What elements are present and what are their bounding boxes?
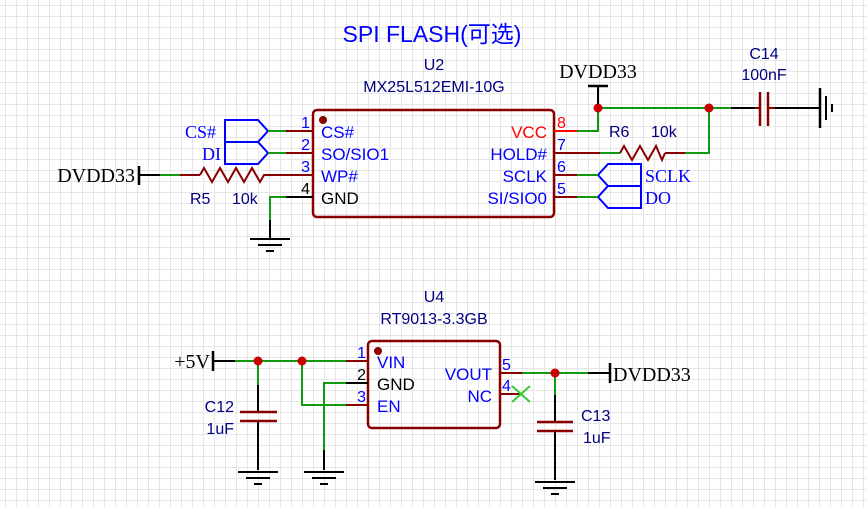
u2-pin6-name: SCLK [503,167,548,186]
no-connect-icon [511,385,531,403]
junction [593,103,603,113]
r5-resistor[interactable] [199,165,270,185]
junction [704,103,714,113]
u2-pin8-num: 8 [557,115,566,132]
u2-pin8-name: VCC [511,123,547,142]
u2-pin1-name: CS# [321,123,355,142]
c13-value: 1uF [583,430,611,447]
gnd-symbol-u2 [250,238,290,252]
net-label-dvdd33-left[interactable]: DVDD33 [57,165,135,187]
u2-pin1-num: 1 [301,115,310,132]
c12-value: 1uF [206,421,234,438]
c12-capacitor[interactable] [240,410,277,423]
u4-pin5-name: VOUT [445,365,492,384]
u2-left-pins [286,130,313,198]
wires-u2-left [140,130,286,238]
u2-pin2-name: SO/SIO1 [321,145,389,164]
u2-pin5-num: 5 [557,181,566,198]
u2-pin3-num: 3 [301,159,310,176]
net-flags-right [596,163,642,209]
c13-capacitor[interactable] [537,420,573,433]
net-label-di[interactable]: DI [202,144,221,164]
u2-pin2-num: 2 [301,137,310,154]
u4-pin1-marker [374,347,382,355]
u4-value: RT9013-3.3GB [380,311,487,328]
junction [550,368,560,378]
u2-pin7-name: HOLD# [490,145,547,164]
u2-pin1-marker [319,116,327,124]
sheet-title: SPI FLASH(可选) [343,21,522,47]
u2-pin7-num: 7 [557,137,566,154]
net-label-dvdd33-top[interactable]: DVDD33 [559,61,637,83]
c14-capacitor[interactable] [755,92,775,126]
gnd-symbol-c12 [238,471,278,485]
net-label-cs[interactable]: CS# [185,122,216,142]
net-label-dvdd33-bottom[interactable]: DVDD33 [613,364,691,386]
u2-pin3-name: WP# [321,167,358,186]
r5-ref: R5 [190,191,211,208]
c12-ref: C12 [205,399,234,416]
u2-value: MX25L512EMI-10G [363,79,504,96]
wires-u4-right [522,372,610,480]
net-label-sclk[interactable]: SCLK [645,166,691,186]
u4-pin1-name: VIN [377,353,405,372]
gnd-symbol-c13 [535,481,575,495]
u2-pin4-num: 4 [301,181,310,198]
gnd-symbol-c14 [818,88,833,128]
u4-right-pins [500,372,522,395]
u4-ref: U4 [424,289,445,306]
r5-value: 10k [232,191,259,208]
u4-body[interactable] [366,339,502,430]
u4-pin4-name: NC [467,387,492,406]
u2-ref: U2 [424,57,445,74]
net-flags-left [224,119,270,165]
u2-pin5-name: SI/SIO0 [487,189,547,208]
c14-value: 100nF [741,67,787,84]
r6-value: 10k [651,124,678,141]
r6-resistor[interactable] [619,143,666,163]
c14-ref: C14 [749,46,778,63]
c13-ref: C13 [581,408,610,425]
net-label-do[interactable]: DO [645,188,671,208]
u2-body[interactable] [311,108,556,219]
u4-pin4-num: 4 [502,378,511,395]
u4-pin3-name: EN [377,397,401,416]
u2-pin4-name: GND [321,189,359,208]
junction [297,356,307,366]
u4-pin5-num: 5 [502,357,511,374]
net-label-5v[interactable]: +5V [174,351,210,373]
u4-pin2-num: 2 [357,367,366,384]
u4-pin1-num: 1 [357,345,366,362]
u4-pin2-name: GND [377,375,415,394]
r6-ref: R6 [609,124,630,141]
u4-left-pins [346,360,368,406]
wires-u2-right [577,86,820,198]
u2-pin6-num: 6 [557,159,566,176]
gnd-symbol-u4 [304,471,344,485]
u4-pin3-num: 3 [357,389,366,406]
u2-right-pins [554,130,577,198]
junction [253,356,263,366]
